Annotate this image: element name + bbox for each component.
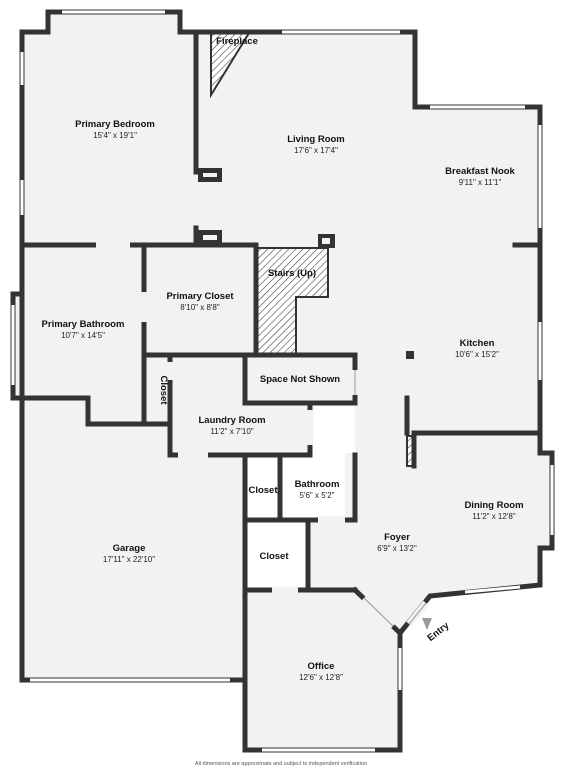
primary-bedroom-name: Primary Bedroom (75, 119, 155, 130)
garage-dim: 17'11" x 22'10" (103, 555, 155, 564)
foyer-dim: 6'9" x 13'2" (377, 544, 417, 553)
windows (11, 10, 554, 752)
closet-small-name: Closet (248, 485, 278, 496)
disclaimer-text: All dimensions are approximate and subje… (195, 761, 367, 767)
stairs-name: Stairs (Up) (268, 268, 316, 279)
breakfast-nook-dim: 9'11" x 11'1" (459, 178, 502, 187)
laundry-room-name: Laundry Room (198, 415, 265, 426)
office-name: Office (308, 661, 335, 672)
foyer-name: Foyer (384, 532, 410, 543)
living-room-name: Living Room (287, 134, 345, 145)
primary-closet-dim: 8'10" x 8'8" (180, 303, 220, 312)
bathroom-dim: 5'6" x 5'2" (300, 491, 335, 500)
columns (198, 168, 414, 359)
entry-arrow-icon (422, 618, 432, 630)
kitchen-name: Kitchen (460, 338, 495, 349)
bathroom-name: Bathroom (295, 479, 340, 490)
primary-bathroom-dim: 10'7" x 14'5" (61, 331, 105, 340)
space-not-shown-name: Space Not Shown (260, 374, 340, 385)
garage-name: Garage (113, 543, 146, 554)
dining-room-dim: 11'2" x 12'8" (472, 512, 515, 521)
primary-closet-name: Primary Closet (166, 291, 234, 302)
breakfast-nook-name: Breakfast Nook (445, 166, 515, 177)
primary-bedroom-dim: 15'4" x 19'1" (93, 131, 137, 140)
fireplace-name: Fireplace (216, 36, 258, 47)
laundry-room-dim: 11'2" x 7'10" (210, 427, 253, 436)
closet-vertical-name: Closet (158, 375, 169, 405)
living-room-dim: 17'6" x 17'4" (294, 146, 338, 155)
kitchen-dim: 10'6" x 15'2" (455, 350, 499, 359)
dining-room-name: Dining Room (464, 500, 523, 511)
office-dim: 12'6" x 12'8" (299, 673, 343, 682)
closet-lower-name: Closet (259, 551, 289, 562)
primary-bathroom-name: Primary Bathroom (42, 319, 125, 330)
